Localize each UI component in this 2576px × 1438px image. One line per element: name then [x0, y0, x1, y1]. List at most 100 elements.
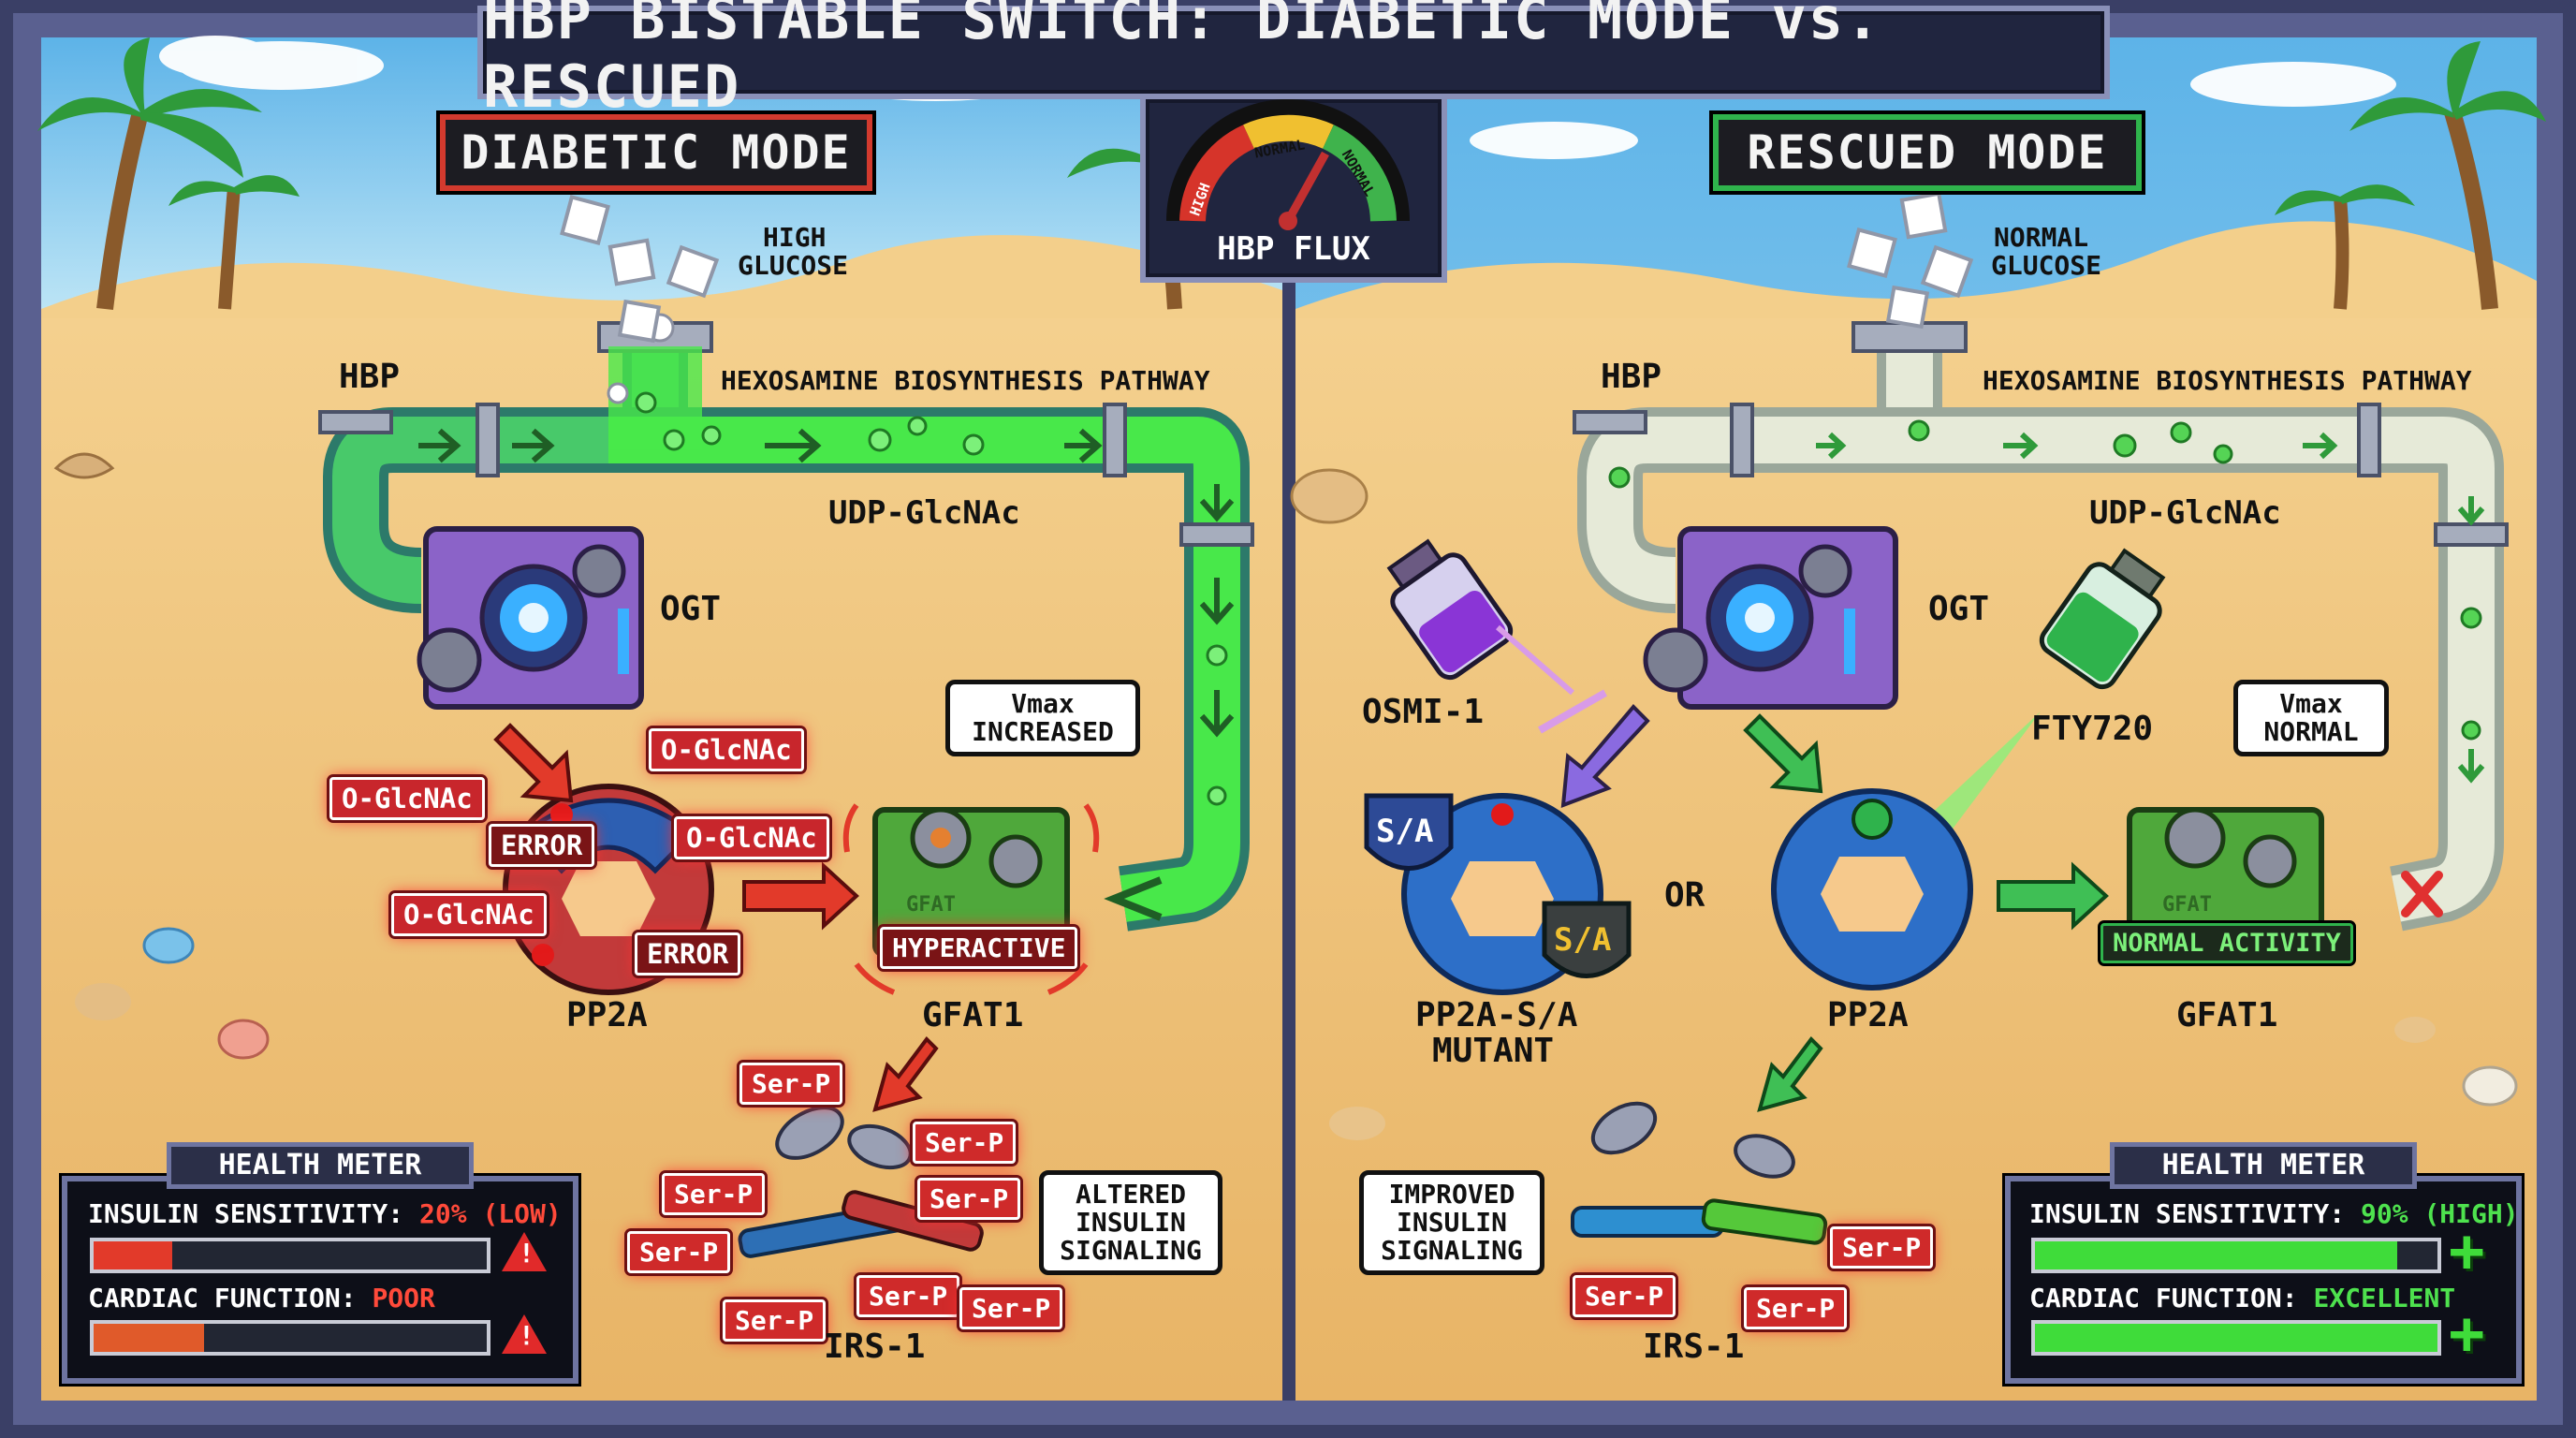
signaling-line-1: IMPROVED	[1388, 1179, 1515, 1210]
osmi1-label: OSMI-1	[1362, 693, 1485, 731]
vmax-line-1: Vmax	[2279, 688, 2343, 719]
signaling-line-3: SIGNALING	[1381, 1235, 1523, 1266]
left-insulin-line: INSULIN SENSITIVITY: 20% (LOW)	[88, 1198, 562, 1229]
right-pp2a-label: PP2A	[1827, 996, 1909, 1034]
right-insulin-line: INSULIN SENSITIVITY: 90% (HIGH)	[2029, 1198, 2519, 1229]
right-glucose-line-1: NORMAL	[1994, 222, 2089, 253]
ser-p-tag: Ser-P	[917, 1178, 1021, 1220]
panel-divider	[1282, 37, 1295, 1401]
sa-shield-label: S/A	[1376, 813, 1434, 850]
or-label: OR	[1664, 876, 1705, 915]
right-health-title: HEALTH METER	[2110, 1142, 2417, 1189]
pp2a-sa-line-1: PP2A-S/A	[1415, 996, 1578, 1034]
right-hbp-label: HBP	[1601, 358, 1662, 396]
hyperactive-tag: HYPERACTIVE	[880, 927, 1078, 969]
palm-tree-icon	[2349, 41, 2546, 310]
ser-p-tag: Ser-P	[739, 1063, 843, 1105]
right-glucose-line-2: GLUCOSE	[1991, 250, 2102, 281]
signaling-line-2: INSULIN	[1075, 1207, 1186, 1238]
gauge-label: HBP FLUX	[1217, 230, 1370, 268]
right-ogt-label: OGT	[1928, 590, 1990, 628]
plus-icon: +	[2449, 1217, 2485, 1286]
osmi1-vial-icon	[1386, 538, 1514, 681]
left-ogt-machine-icon	[417, 526, 644, 710]
right-insulin-bar-fill	[2035, 1241, 2397, 1269]
sa-shield-icon	[1364, 793, 1632, 978]
left-irs1-icon	[738, 1106, 984, 1258]
insulin-value: 20% (LOW)	[419, 1198, 562, 1229]
insulin-label: INSULIN SENSITIVITY:	[2029, 1198, 2346, 1229]
ser-p-tag: Ser-P	[723, 1299, 827, 1342]
ser-p-tag: Ser-P	[627, 1231, 731, 1273]
o-glcnac-tag: O-GlcNAc	[649, 728, 804, 771]
plus-icon: +	[2449, 1299, 2485, 1369]
right-irs1-label: IRS-1	[1643, 1328, 1745, 1366]
signaling-line-3: SIGNALING	[1060, 1235, 1202, 1266]
hbp-flux-gauge: HIGH NORMAL NORMAL HBP FLUX	[1140, 94, 1447, 283]
page-title: HBP BISTABLE SWITCH: DIABETIC MODE vs. R…	[483, 0, 1882, 121]
ser-p-tag: Ser-P	[1573, 1275, 1676, 1317]
left-signaling-bubble: ALTERED INSULIN SIGNALING	[1039, 1170, 1222, 1275]
left-cardiac-line: CARDIAC FUNCTION: POOR	[88, 1283, 435, 1313]
right-irs1-icon	[1571, 1101, 1828, 1245]
right-insulin-bar	[2031, 1238, 2441, 1273]
left-cardiac-bar	[90, 1320, 490, 1356]
right-signaling-bubble: IMPROVED INSULIN SIGNALING	[1359, 1170, 1544, 1275]
o-glcnac-tag: O-GlcNAc	[674, 816, 829, 859]
cardiac-label: CARDIAC FUNCTION:	[88, 1283, 357, 1313]
left-ogt-label: OGT	[660, 590, 722, 628]
ser-p-tag: Ser-P	[1744, 1287, 1848, 1329]
ser-p-tag: Ser-P	[1830, 1226, 1934, 1269]
left-gfat-badge: GFAT	[906, 893, 956, 917]
signaling-line-2: INSULIN	[1396, 1207, 1507, 1238]
ser-p-tag: Ser-P	[959, 1287, 1063, 1329]
right-cardiac-line: CARDIAC FUNCTION: EXCELLENT	[2029, 1283, 2455, 1313]
left-gfat1-machine-icon	[842, 803, 1100, 995]
o-glcnac-tag: O-GlcNAc	[329, 777, 485, 820]
left-insulin-bar-fill	[94, 1241, 172, 1269]
insulin-value: 90% (HIGH)	[2361, 1198, 2519, 1229]
ser-p-tag: Ser-P	[662, 1173, 766, 1215]
cardiac-value: EXCELLENT	[2313, 1283, 2456, 1313]
left-vmax-bubble: Vmax INCREASED	[945, 680, 1140, 756]
left-pathway-label: HEXOSAMINE BIOSYNTHESIS PATHWAY	[721, 365, 1210, 396]
palm-tree-icon	[168, 175, 300, 310]
left-glucose-line-1: HIGH	[763, 222, 827, 253]
left-glucose-line-2: GLUCOSE	[738, 250, 849, 281]
fty720-label: FTY720	[2031, 710, 2154, 748]
warning-icon: !	[502, 1232, 547, 1271]
right-pathway-label: HEXOSAMINE BIOSYNTHESIS PATHWAY	[1983, 365, 2472, 396]
left-cardiac-bar-fill	[94, 1324, 204, 1352]
right-gfat1-label: GFAT1	[2176, 996, 2278, 1034]
o-glcnac-tag: O-GlcNAc	[391, 893, 547, 936]
cardiac-value: POOR	[372, 1283, 435, 1313]
palm-tree-icon	[37, 37, 262, 311]
right-vmax-bubble: Vmax NORMAL	[2233, 680, 2389, 756]
ser-p-tag: Ser-P	[913, 1122, 1017, 1164]
left-hbp-label: HBP	[339, 358, 401, 396]
insulin-label: INSULIN SENSITIVITY:	[88, 1198, 404, 1229]
fty720-vial-icon	[2039, 548, 2166, 690]
vmax-line-2: NORMAL	[2263, 716, 2359, 747]
title-banner: HBP BISTABLE SWITCH: DIABETIC MODE vs. R…	[477, 0, 2110, 121]
right-udp-label: UDP-GlcNAc	[2089, 494, 2281, 532]
left-pp2a-label: PP2A	[566, 996, 648, 1034]
vmax-line-2: INCREASED	[972, 716, 1114, 747]
signaling-line-1: ALTERED	[1075, 1179, 1186, 1210]
right-ogt-machine-icon	[1643, 526, 1898, 710]
left-udp-label: UDP-GlcNAc	[828, 494, 1020, 532]
pp2a-sa-line-2: MUTANT	[1432, 1032, 1555, 1070]
right-mode-title: RESCUED MODE	[1713, 114, 2142, 191]
error-tag: ERROR	[635, 932, 741, 976]
vmax-line-1: Vmax	[1011, 688, 1075, 719]
normal-activity-tag: NORMAL ACTIVITY	[2100, 923, 2353, 963]
left-mode-title: DIABETIC MODE	[440, 114, 872, 191]
error-tag: ERROR	[489, 824, 595, 867]
cardiac-label: CARDIAC FUNCTION:	[2029, 1283, 2298, 1313]
right-hbp-pipe	[1573, 321, 2509, 932]
right-cardiac-bar-fill	[2035, 1324, 2437, 1352]
right-pp2a-enzyme-icon	[1771, 788, 1973, 990]
left-hbp-pipe	[318, 313, 1254, 932]
left-irs1-label: IRS-1	[824, 1328, 926, 1366]
